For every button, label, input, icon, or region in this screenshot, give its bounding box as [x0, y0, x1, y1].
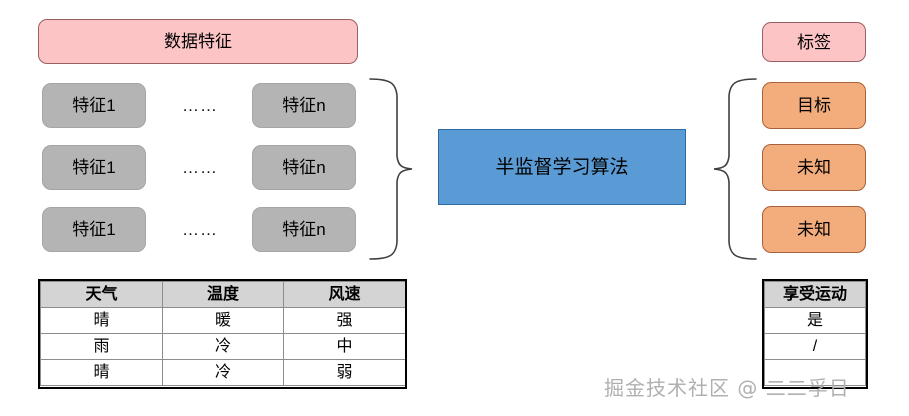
feature-box-row1-first-label: 特征1: [72, 96, 116, 115]
feature-box-row1-last-label: 特征n: [282, 96, 326, 115]
table-row: 是: [764, 307, 866, 334]
data-features-title-box: 数据特征: [38, 19, 358, 64]
label-table-header-enjoy-sport: 享受运动: [764, 281, 866, 308]
table-row: /: [764, 333, 866, 360]
feature-table-cell-r1c1: 冷: [162, 333, 284, 360]
feature-box-row3-first-label: 特征1: [72, 220, 116, 239]
output-box-unknown-2-label: 未知: [797, 220, 831, 239]
feature-ellipsis-row2: ……: [160, 145, 240, 190]
feature-box-row2-last: 特征n: [252, 145, 356, 190]
feature-table-cell-r2c0: 晴: [40, 359, 163, 386]
left-curly-brace: [369, 78, 413, 260]
right-curly-brace: [713, 78, 757, 260]
output-box-target: 目标: [762, 82, 866, 129]
algorithm-box-label: 半监督学习算法: [495, 156, 629, 178]
feature-ellipsis-row2-label: ……: [182, 157, 218, 177]
table-row: [764, 359, 866, 386]
feature-box-row3-last: 特征n: [252, 207, 356, 252]
label-title-box: 标签: [762, 22, 866, 62]
algorithm-box: 半监督学习算法: [438, 129, 686, 205]
feature-table-header-windspeed: 风速: [283, 281, 406, 308]
table-row: 晴 冷 弱: [40, 359, 406, 386]
feature-table-header-weather: 天气: [40, 281, 163, 308]
feature-box-row2-first-label: 特征1: [72, 158, 116, 177]
watermark-text: 掘金技术社区 @ 二二孚日: [604, 372, 850, 401]
watermark-label: 掘金技术社区 @ 二二孚日: [604, 376, 850, 400]
feature-box-row1-first: 特征1: [42, 83, 146, 128]
feature-table-cell-r2c2: 弱: [283, 359, 406, 386]
feature-table-cell-r0c2: 强: [283, 307, 406, 334]
label-title-label: 标签: [797, 32, 831, 52]
feature-table-header-row: 天气 温度 风速: [40, 281, 406, 308]
output-box-unknown-1: 未知: [762, 144, 866, 191]
feature-ellipsis-row1: ……: [160, 83, 240, 128]
feature-box-row2-last-label: 特征n: [282, 158, 326, 177]
feature-ellipsis-row3: ……: [160, 207, 240, 252]
feature-ellipsis-row1-label: ……: [182, 95, 218, 115]
output-box-unknown-1-label: 未知: [797, 158, 831, 177]
feature-table-header-temperature: 温度: [162, 281, 284, 308]
label-table-cell-r0c0: 是: [764, 307, 866, 334]
label-table-cell-r2c0: [764, 359, 866, 386]
label-table-header-row: 享受运动: [764, 281, 866, 308]
feature-table-cell-r1c0: 雨: [40, 333, 163, 360]
feature-box-row3-first: 特征1: [42, 207, 146, 252]
output-box-target-label: 目标: [797, 96, 831, 115]
output-box-unknown-2: 未知: [762, 206, 866, 253]
feature-box-row2-first: 特征1: [42, 145, 146, 190]
feature-table: 天气 温度 风速 晴 暖 强 雨 冷 中 晴 冷 弱: [40, 281, 406, 386]
table-row: 雨 冷 中: [40, 333, 406, 360]
feature-box-row3-last-label: 特征n: [282, 220, 326, 239]
feature-ellipsis-row3-label: ……: [182, 219, 218, 239]
feature-box-row1-last: 特征n: [252, 83, 356, 128]
feature-table-cell-r2c1: 冷: [162, 359, 284, 386]
feature-table-cell-r1c2: 中: [283, 333, 406, 360]
feature-table-cell-r0c1: 暖: [162, 307, 284, 334]
data-features-title-label: 数据特征: [164, 32, 232, 51]
label-table-cell-r1c0: /: [764, 333, 866, 360]
label-table: 享受运动 是 /: [764, 281, 866, 386]
table-row: 晴 暖 强: [40, 307, 406, 334]
feature-table-cell-r0c0: 晴: [40, 307, 163, 334]
